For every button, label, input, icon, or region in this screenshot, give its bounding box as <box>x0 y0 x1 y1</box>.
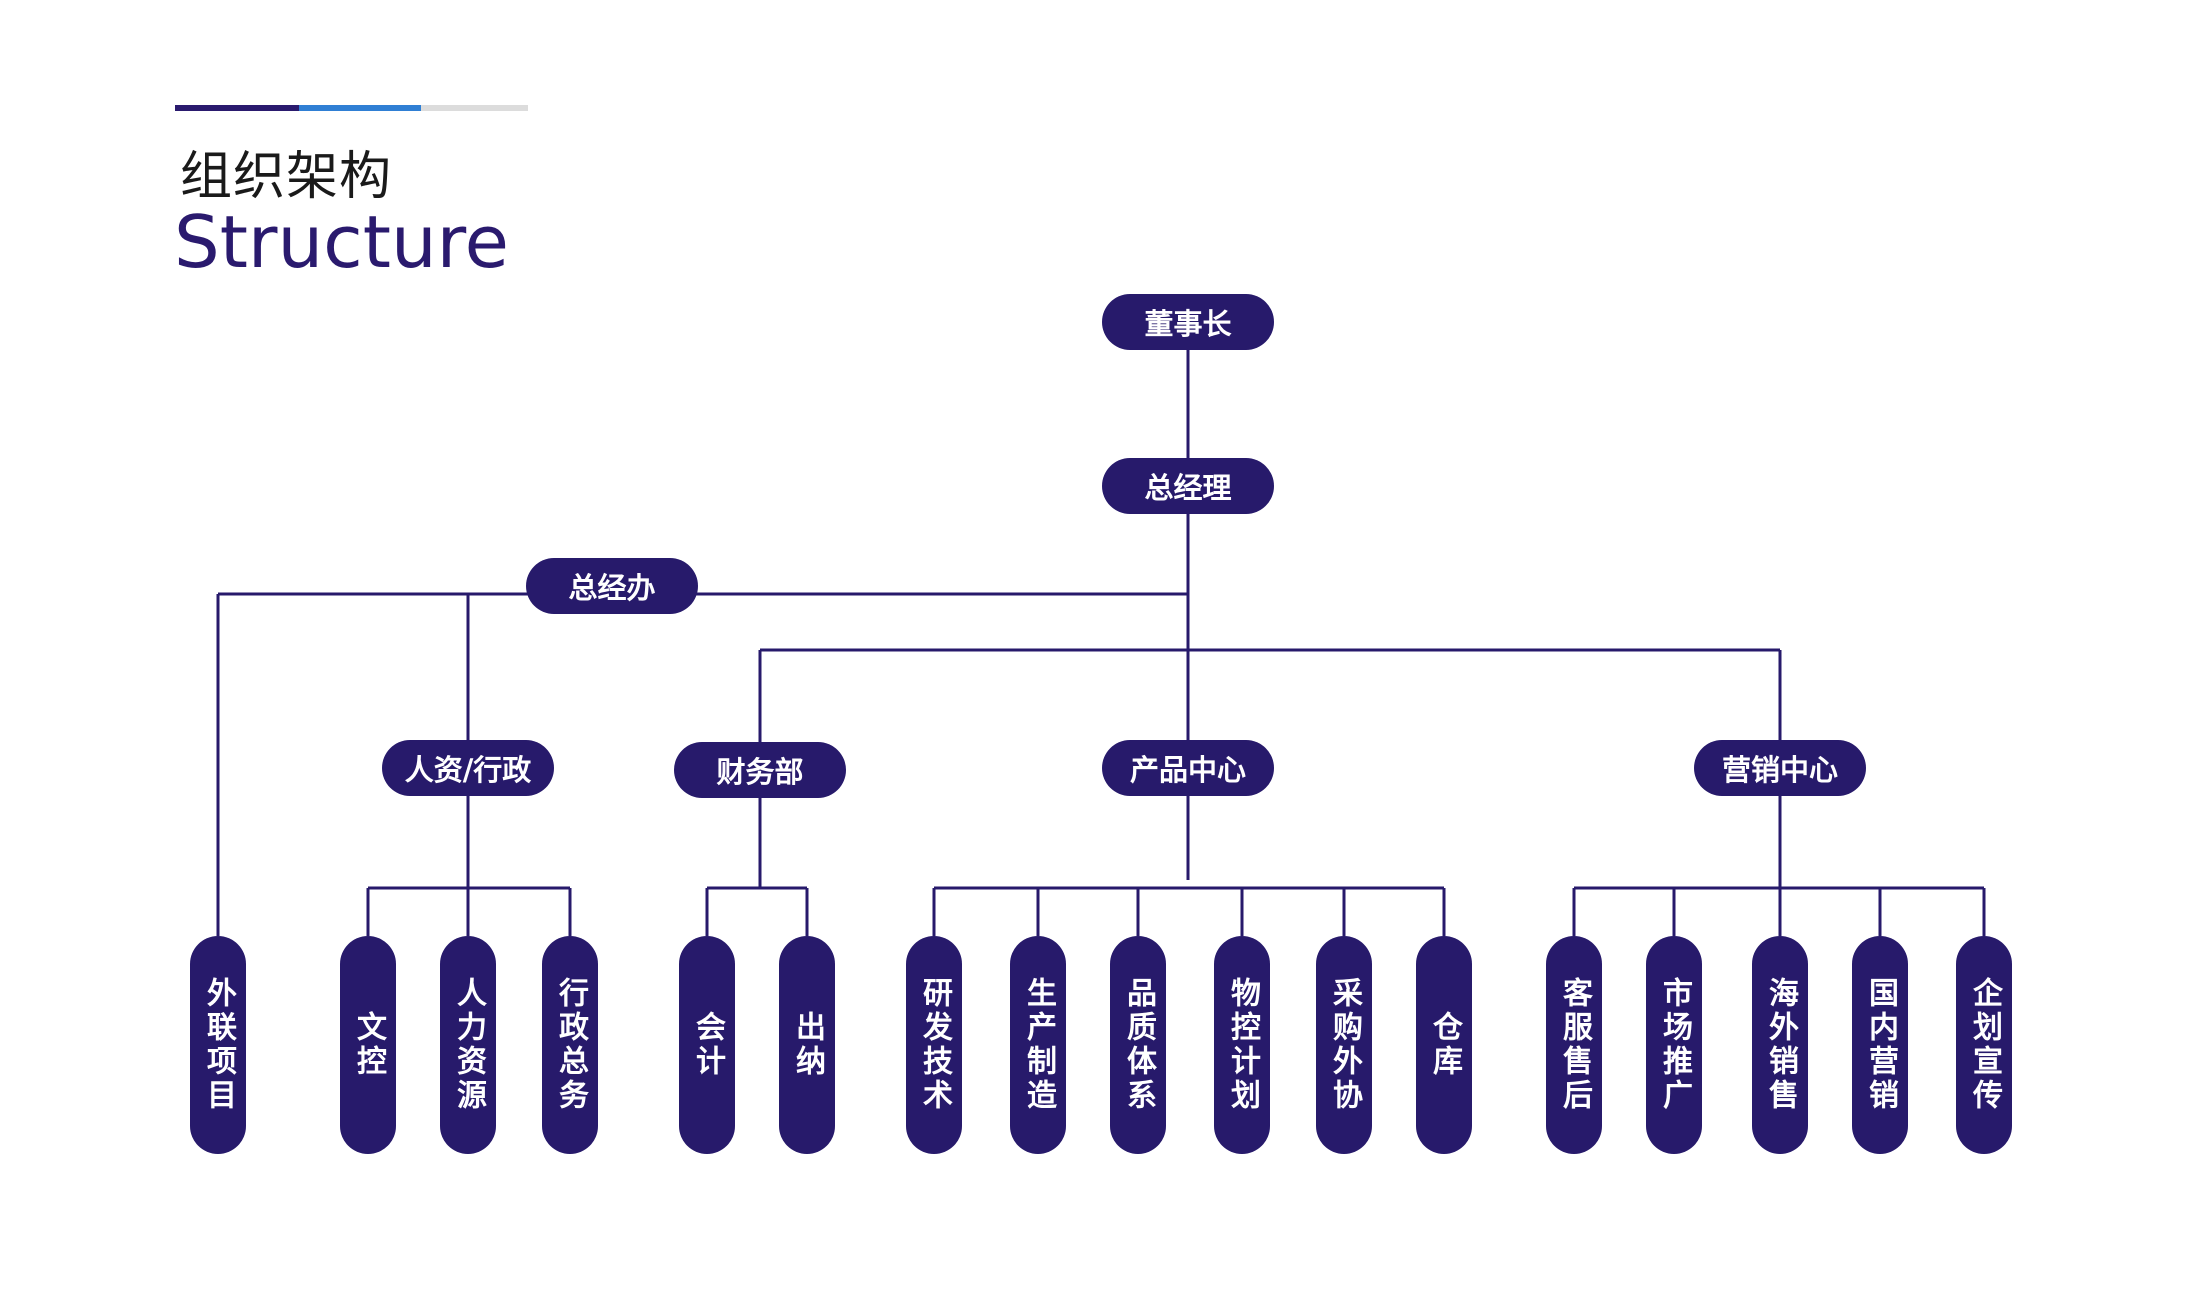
node-general-manager: 总经理 <box>1102 458 1274 514</box>
unit-material-planning: 物控计划 <box>1214 936 1270 1154</box>
unit-human-resources: 人力资源 <box>440 936 496 1154</box>
unit-overseas-sales: 海外销售 <box>1752 936 1808 1154</box>
unit-purchasing: 采购外协 <box>1316 936 1372 1154</box>
unit-production: 生产制造 <box>1010 936 1066 1154</box>
unit-quality-system: 品质体系 <box>1110 936 1166 1154</box>
node-hr-admin: 人资/行政 <box>382 740 554 796</box>
header-bar-gray <box>421 105 528 111</box>
unit-rd-technology: 研发技术 <box>906 936 962 1154</box>
unit-admin-affairs: 行政总务 <box>542 936 598 1154</box>
unit-customer-service: 客服售后 <box>1546 936 1602 1154</box>
node-gm-office: 总经办 <box>526 558 698 614</box>
unit-market-promotion: 市场推广 <box>1646 936 1702 1154</box>
unit-domestic-marketing: 国内营销 <box>1852 936 1908 1154</box>
page-subtitle: Structure <box>174 200 509 284</box>
unit-warehouse: 仓库 <box>1416 936 1472 1154</box>
header-bar-blue <box>299 105 421 111</box>
unit-planning-promo: 企划宣传 <box>1956 936 2012 1154</box>
unit-accounting: 会计 <box>679 936 735 1154</box>
node-marketing-center: 营销中心 <box>1694 740 1866 796</box>
unit-document-control: 文控 <box>340 936 396 1154</box>
node-chairman: 董事长 <box>1102 294 1274 350</box>
page-title: 组织架构 <box>180 147 393 207</box>
header-bar-dark <box>175 105 299 111</box>
unit-cashier: 出纳 <box>779 936 835 1154</box>
unit-external-projects: 外联项目 <box>190 936 246 1154</box>
node-product-center: 产品中心 <box>1102 740 1274 796</box>
node-finance: 财务部 <box>674 742 846 798</box>
